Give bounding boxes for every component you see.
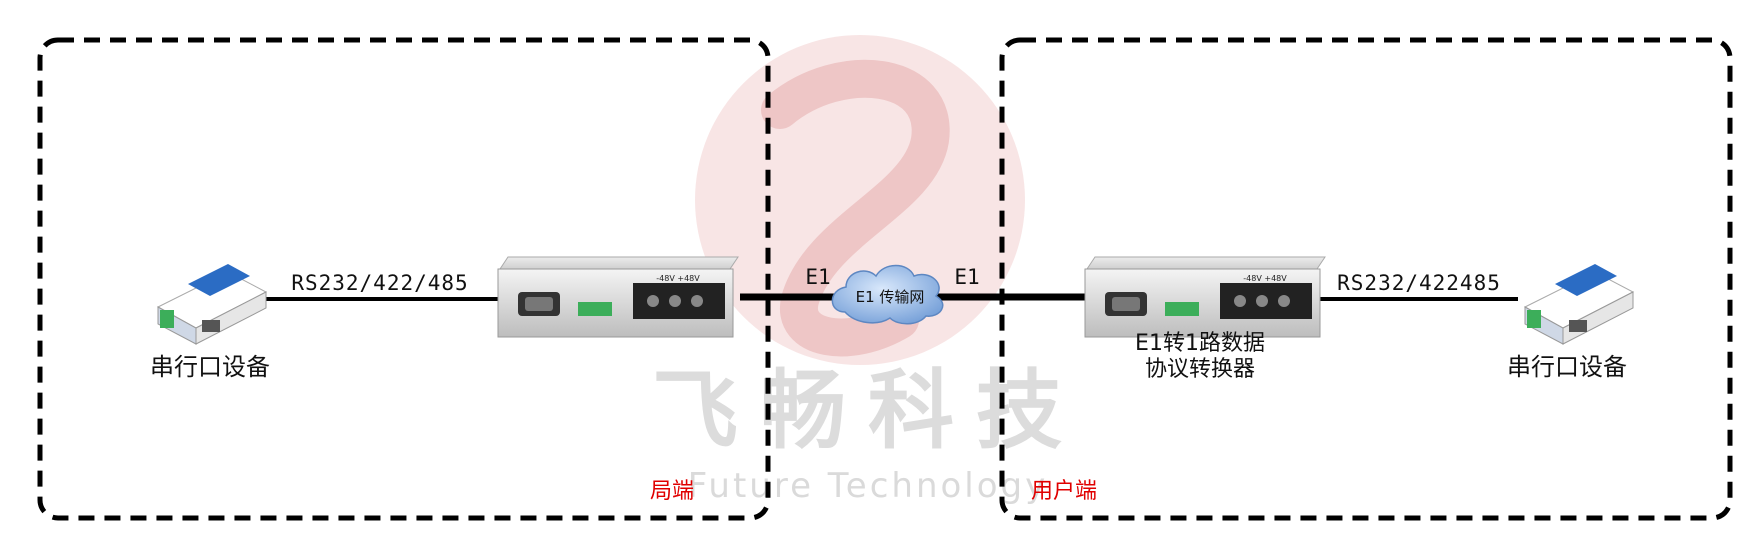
e1-network-cloud: E1 传输网	[831, 264, 944, 325]
left-converter: -48V +48V	[497, 256, 739, 338]
right-e1-label: E1	[954, 265, 979, 289]
watermark-en: Future Technology	[688, 466, 1049, 506]
left-link-label: RS232/422/485	[291, 271, 468, 295]
converter-label-line2: 协议转换器	[1145, 357, 1255, 382]
right-device-label: 串行口设备	[1507, 353, 1627, 381]
right-converter-power-label: -48V +48V	[1243, 274, 1287, 283]
watermark-logo-stroke	[761, 59, 950, 357]
left-e1-label: E1	[805, 265, 830, 289]
right-zone-label: 用户端	[1031, 479, 1097, 504]
right-converter: -48V +48V	[1084, 256, 1326, 338]
left-serial-device	[156, 264, 268, 345]
left-zone-label: 局端	[650, 479, 694, 504]
converter-label-line1: E1转1路数据	[1135, 331, 1265, 356]
left-zone-border	[37, 37, 771, 521]
right-zone-border	[999, 37, 1733, 521]
right-serial-device	[1523, 264, 1635, 345]
watermark: 飞畅科技 Future Technology	[652, 35, 1084, 506]
cloud-label: E1 传输网	[856, 288, 925, 306]
right-link-label: RS232/422485	[1337, 271, 1501, 295]
left-device-label: 串行口设备	[150, 353, 270, 381]
left-converter-power-label: -48V +48V	[656, 274, 700, 283]
watermark-cn: 飞畅科技	[652, 361, 1084, 461]
